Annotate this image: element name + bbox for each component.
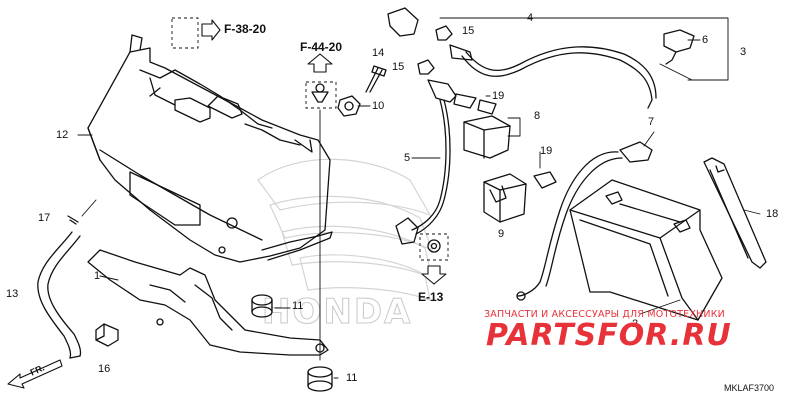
ref-box-f3820 (171, 17, 199, 49)
callout-9: 9 (498, 228, 505, 240)
grommet-small (427, 239, 441, 253)
callout-4: 4 (527, 12, 534, 24)
callout-16: 16 (98, 363, 111, 375)
callout-1: 1 (94, 270, 101, 282)
callout-17: 17 (38, 212, 51, 224)
callout-2: 2 (632, 318, 639, 330)
fuse (533, 171, 557, 189)
callout-19a: 19 (492, 90, 505, 102)
callout-10: 10 (372, 100, 385, 112)
starter-relay (453, 93, 511, 159)
diagram-code: MKLAF3700 (724, 383, 775, 393)
callout-6: 6 (702, 34, 709, 46)
ref-box-e13 (419, 233, 449, 261)
rubber-cushion-lower (307, 366, 333, 392)
hose-clamp (95, 323, 119, 347)
battery-strap (703, 157, 767, 269)
front-arrow-icon (7, 359, 63, 389)
bolt-15-lower (417, 59, 435, 75)
honda-wordmark: HONDA (261, 292, 413, 333)
callout-11b: 11 (346, 372, 358, 384)
battery-bracket (87, 249, 329, 356)
callout-19b: 19 (540, 145, 553, 157)
rubber-cushion-upper (251, 294, 273, 318)
callout-3: 3 (740, 46, 747, 58)
ref-box-f4420 (305, 81, 337, 109)
battery-box (87, 34, 333, 263)
arrow-down-icon (421, 265, 447, 285)
callout-8: 8 (534, 110, 541, 122)
drain-tube (37, 231, 82, 359)
callout-5: 5 (404, 152, 411, 164)
watermark-brand: PARTSFOR.RU (486, 318, 732, 353)
reference-f-44-20: F-44-20 (300, 40, 343, 54)
reference-f-38-20: F-38-20 (224, 22, 267, 36)
bolt-15-upper (435, 25, 453, 41)
callout-13: 13 (6, 288, 19, 300)
battery-cable-positive (395, 79, 457, 245)
callout-14: 14 (372, 47, 385, 59)
callout-7: 7 (648, 116, 655, 128)
grommet (311, 83, 329, 103)
arrow-right-icon (201, 19, 221, 41)
bolt (365, 65, 387, 93)
callout-15a: 15 (462, 25, 475, 37)
battery-cable-lower (516, 141, 653, 301)
callout-18: 18 (766, 208, 779, 220)
nut (337, 95, 361, 117)
battery-cable-negative (387, 7, 695, 109)
callout-12: 12 (56, 129, 69, 141)
watermark-tagline: ЗАПЧАСТИ И АКСЕССУАРЫ ДЛЯ МОТОТЕХНИКИ (484, 309, 725, 320)
battery (569, 179, 723, 321)
callout-11a: 11 (292, 300, 304, 312)
callout-15b: 15 (392, 61, 405, 73)
reference-e-13: E-13 (418, 290, 444, 304)
relay-cover (483, 173, 527, 223)
clip (67, 215, 79, 225)
arrow-up-icon (307, 53, 333, 73)
